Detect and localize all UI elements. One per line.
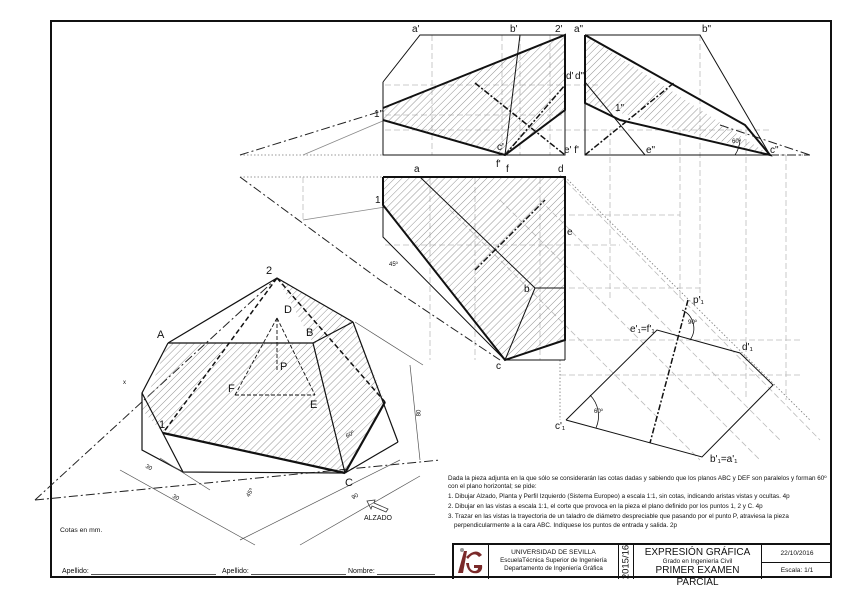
surname-1-label: Apellido: (62, 568, 89, 575)
label-b-prime: b' (510, 24, 518, 35)
drawing-sheet-border (50, 20, 832, 578)
label-iso-A: A (157, 329, 165, 341)
label-angle-90: 90º (688, 320, 697, 326)
label-iso-F: F (228, 383, 235, 395)
statement-item-2: 2. Dibujar en las vistas a escala 1:1, e… (448, 503, 763, 511)
institution-info: UNIVERSIDAD DE SEVILLA EscuelaTécnica Su… (489, 545, 619, 579)
school-name: EscuelaTécnica Superior de Ingeniería (500, 557, 607, 564)
academic-year-text: 2015/16 (620, 544, 632, 580)
label-1: 1 (375, 195, 381, 206)
label-angle-60-aux: 60º (594, 409, 603, 415)
auxiliary-view (565, 299, 774, 458)
dotted-lines (240, 154, 811, 421)
date-scale-cell: 22/10/2016 Escala: 1/1 (762, 545, 832, 579)
label-b1-a1: b'₁=a'₁ (710, 454, 738, 465)
dim-x: x (123, 380, 126, 386)
label-d: d (558, 164, 564, 175)
exam-title: PRIMER EXAMEN PARCIAL (655, 565, 740, 588)
ig-logo-icon (458, 548, 483, 574)
surname-2-input-line[interactable] (250, 566, 346, 575)
name-label: Nombre: (348, 568, 375, 575)
surname-1-input-line[interactable] (90, 566, 216, 575)
label-e-double: e" (646, 145, 656, 156)
exam-date: 22/10/2016 (762, 545, 832, 563)
name-input-line[interactable] (376, 566, 435, 575)
label-c-prime: c' (497, 142, 504, 153)
label-angle-60: 60º (732, 139, 741, 145)
elevation-view (382, 33, 566, 157)
label-d1: d'₁ (742, 342, 753, 353)
label-b-double: b" (702, 24, 712, 35)
name-field[interactable]: Nombre: (348, 566, 435, 575)
units-note: Cotas en mm. (60, 527, 103, 534)
label-b: b (524, 284, 530, 295)
exam-statement: Dada la pieza adjunta en la que sólo se … (448, 475, 833, 532)
dim-80: 80 (416, 409, 423, 417)
course-info: EXPRESIÓN GRÁFICA Grado en Ingeniería Ci… (634, 545, 762, 588)
label-c1: c'₁ (555, 421, 566, 432)
plan-view (382, 176, 566, 362)
view-direction-arrow-icon (366, 499, 389, 513)
drawing-scale: Escala: 1/1 (780, 567, 814, 575)
label-f: f (506, 164, 509, 175)
label-e1-f1: e'₁=f'₁ (630, 324, 655, 335)
title-block: UNIVERSIDAD DE SEVILLA EscuelaTécnica Su… (452, 543, 832, 588)
isometric-view (119, 277, 424, 546)
label-ef-prime: e' f' (564, 145, 579, 156)
label-f-prime: f' (496, 159, 501, 170)
label-iso-1: 1 (159, 419, 166, 431)
surname-2-label: Apellido: (222, 568, 249, 575)
label-a-prime: a' (412, 24, 420, 35)
label-iso-C: C (345, 477, 353, 489)
label-1-prime: 1' (374, 109, 382, 120)
department-name: Departamento de Ingeniería Gráfica (504, 565, 603, 572)
label-d-double: d" (575, 71, 585, 82)
label-a: a (414, 164, 420, 175)
elevation-direction-label: ALZADO (364, 515, 393, 522)
label-2-prime: 2' (555, 24, 563, 35)
label-p1: p'₁ (693, 295, 704, 306)
subject-title: EXPRESIÓN GRÁFICA (644, 547, 751, 558)
label-d-prime: d' (566, 71, 574, 82)
profile-view (584, 34, 773, 157)
statement-item-1: 1. Dibujar Alzado, Planta y Perfil Izqui… (448, 493, 790, 501)
label-c-double: c" (770, 145, 779, 156)
label-iso-D: D (284, 304, 292, 316)
label-a-double: a" (574, 24, 584, 35)
axis-lines (34, 109, 811, 501)
university-name: UNIVERSIDAD DE SEVILLA (511, 549, 596, 556)
degree-name: Grado en Ingeniería Civil (662, 558, 733, 565)
surname-1-field[interactable]: Apellido: (62, 566, 216, 575)
statement-item-3: 3. Trazar en las vistas la trayectoria d… (448, 513, 789, 529)
surname-2-field[interactable]: Apellido: (222, 566, 346, 575)
label-iso-2: 2 (266, 265, 273, 277)
label-e: e (567, 227, 573, 238)
label-iso-P: P (280, 361, 288, 373)
label-iso-B: B (306, 327, 314, 339)
academic-year: 2015/16 (619, 545, 634, 579)
label-c: c (496, 361, 501, 372)
label-iso-E: E (310, 399, 318, 411)
university-logo (454, 545, 489, 579)
statement-intro: Dada la pieza adjunta en la que sólo se … (448, 475, 827, 491)
label-1-double: 1" (615, 103, 625, 114)
label-angle-45: 45º (389, 262, 398, 268)
